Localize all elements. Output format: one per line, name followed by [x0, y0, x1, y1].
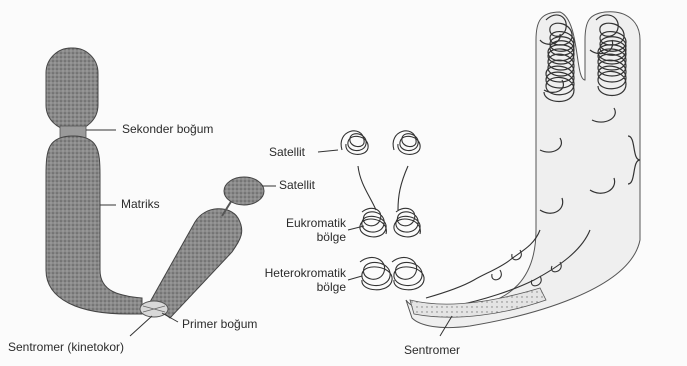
label-secondary-constriction: Sekonder boğum	[122, 123, 213, 136]
right-chromosome	[341, 12, 640, 328]
label-heterochromatic-region: Heterokromatik bölge	[240, 266, 346, 294]
left-chromosome-top-segment	[46, 48, 98, 130]
right-satellite-1	[341, 131, 368, 155]
label-centromere-kinetochore: Sentromer (kinetokor)	[8, 341, 124, 354]
left-chromosome	[46, 48, 264, 318]
left-chromosome-short-arm	[150, 209, 242, 318]
label-left-satellite: Satellit	[279, 179, 315, 192]
left-chromosome-long-arm	[46, 136, 142, 314]
right-small-arm	[341, 131, 424, 290]
label-matrix: Matriks	[121, 198, 160, 211]
label-euchromatic-region: Eukromatik bölge	[258, 216, 346, 244]
left-satellite	[224, 177, 264, 205]
label-primary-constriction: Primer boğum	[182, 318, 257, 331]
right-chromosome-matrix	[406, 12, 640, 328]
right-satellite-2	[393, 131, 420, 155]
label-right-centromere: Sentromer	[404, 344, 460, 357]
label-right-satellite: Satellit	[269, 146, 305, 159]
